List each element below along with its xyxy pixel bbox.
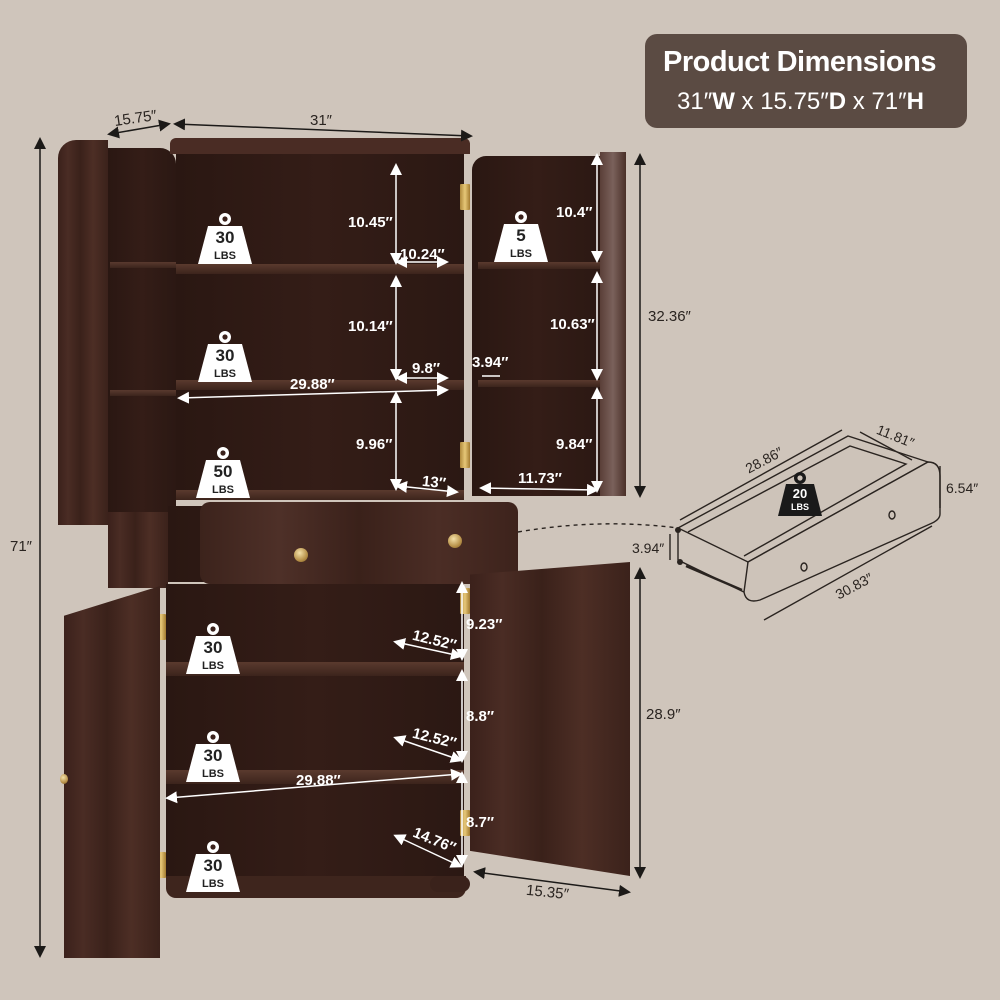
door-rail-height: 3.94″ [472, 354, 509, 371]
upper-right-door [600, 152, 626, 496]
weight-icon [198, 331, 252, 382]
upper-shelf-height-1: 10.45″ [348, 214, 393, 231]
lower-base [166, 876, 466, 898]
upper-shelf-1 [176, 264, 464, 274]
weight-value: 30 [203, 856, 223, 875]
upper-right-door-inner [472, 156, 602, 496]
weight-icon [196, 447, 250, 498]
card-height: 71″ [871, 88, 907, 115]
door-shelf [478, 262, 600, 269]
lower-shelf-height-2: 8.8″ [466, 708, 495, 725]
upper-top-panel [170, 138, 470, 154]
card-height-unit: H [906, 88, 924, 115]
card-heading: Product Dimensions [663, 46, 937, 78]
weight-unit: LBS [202, 660, 224, 672]
drawer-depth-label: 11.81″ [874, 421, 917, 451]
door-shelf [478, 380, 600, 387]
top-depth-label: 15.75″ [113, 107, 158, 130]
weight-unit: LBS [791, 502, 809, 512]
upper-shelf-width: 29.88″ [290, 376, 335, 393]
hinge [460, 588, 470, 614]
lower-left-door [64, 586, 160, 958]
upper-left-door-inner [108, 148, 176, 520]
lower-shelf-height-1: 9.23″ [466, 616, 503, 633]
door-shelf-width: 11.73″ [518, 470, 562, 487]
drawer-slide-height-label: 3.94″ [632, 540, 665, 556]
drawer-front-width-label: 30.83″ [832, 569, 876, 603]
upper-shelf-3 [176, 490, 464, 500]
door-shelf-height-3: 9.84″ [556, 436, 593, 453]
upper-shelf-height-3: 9.96″ [356, 436, 393, 453]
upper-shelf-depth-2: 9.8″ [412, 360, 441, 377]
card-sep: x [734, 88, 761, 115]
weight-value: 20 [792, 486, 808, 501]
weight-icon [186, 623, 240, 674]
weight-unit: LBS [214, 250, 236, 262]
lower-depth-label: 15.35″ [525, 881, 570, 904]
drawer-knob[interactable] [294, 548, 308, 562]
upper-interior [176, 154, 464, 500]
door-knob[interactable] [60, 774, 68, 784]
upper-shelf-depth-3: 13″ [421, 472, 447, 493]
hinge [156, 614, 166, 640]
card-depth: 15.75″ [760, 88, 829, 115]
upper-left-door [58, 140, 108, 525]
weight-unit: LBS [510, 248, 532, 260]
weight-value: 30 [215, 228, 235, 247]
weight-icon [494, 211, 548, 262]
card-width: 31″ [677, 88, 713, 115]
product-dimensions-card: Product Dimensions 31″W x 15.75″D x 71″H [645, 34, 967, 128]
weight-icon [198, 213, 252, 264]
hinge [460, 442, 470, 468]
weight-unit: LBS [202, 878, 224, 890]
lower-door-height-label: 28.9″ [646, 706, 681, 723]
door-shelf-height-1: 10.4″ [556, 204, 593, 221]
upper-shelf-height-2: 10.14″ [348, 318, 393, 335]
drawer-length-label: 28.86″ [742, 443, 786, 477]
door-shelf-height-2: 10.63″ [550, 316, 595, 333]
top-width-label: 31″ [310, 112, 332, 129]
card-depth-unit: D [828, 88, 847, 115]
foot [430, 876, 470, 892]
drawer-knob[interactable] [448, 534, 462, 548]
weight-value: 5 [516, 226, 526, 245]
card-sep: x [846, 88, 872, 115]
upper-door-height-label: 32.36″ [648, 308, 691, 325]
weight-unit: LBS [202, 768, 224, 780]
drawer-front[interactable] [200, 502, 518, 584]
lower-shelf-width: 29.88″ [296, 772, 341, 789]
card-dimensions: 31″W x 15.75″D x 71″H [677, 88, 924, 116]
upper-shelf-depth-1: 10.24″ [400, 246, 445, 263]
weight-value: 30 [203, 638, 223, 657]
hinge [460, 184, 470, 210]
middle-side [108, 512, 168, 588]
weight-value: 50 [213, 462, 233, 481]
weight-unit: LBS [214, 368, 236, 380]
lower-shelf-1 [166, 662, 464, 676]
weight-icon [186, 841, 240, 892]
door-shelf [110, 262, 176, 268]
lower-shelf-height-3: 8.7″ [466, 814, 495, 831]
hinge [156, 852, 166, 878]
total-height-label: 71″ [10, 538, 32, 555]
drawer-height-label: 6.54″ [946, 480, 979, 496]
weight-value: 30 [203, 746, 223, 765]
weight-unit: LBS [212, 484, 234, 496]
door-shelf [110, 390, 176, 396]
lower-right-door [470, 562, 630, 876]
weight-value: 30 [215, 346, 235, 365]
card-width-unit: W [712, 88, 735, 115]
